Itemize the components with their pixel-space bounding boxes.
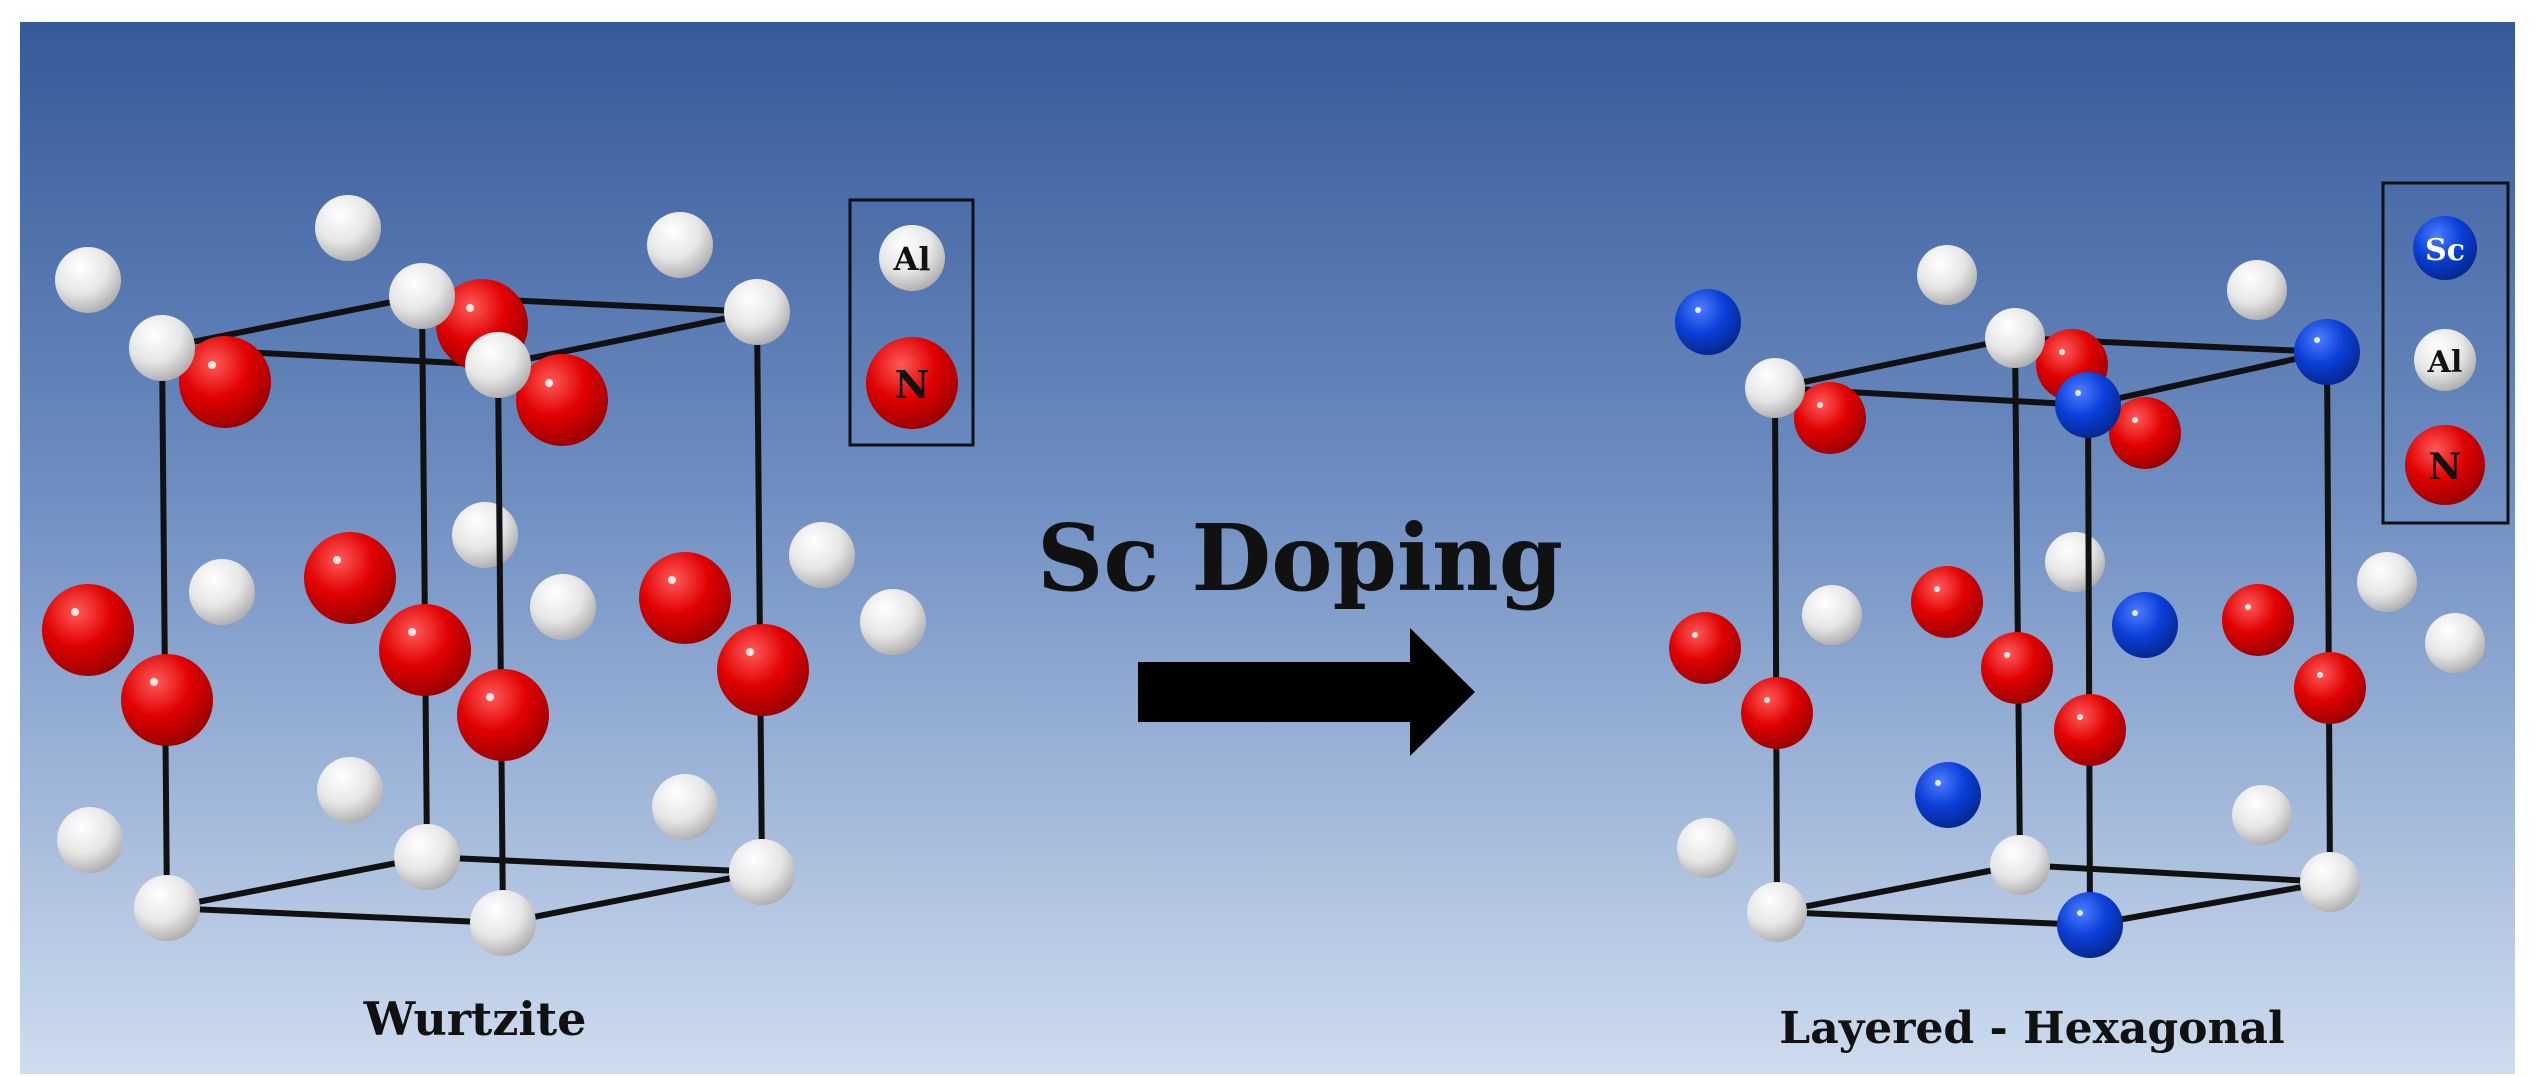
sc-atom <box>2055 372 2121 438</box>
al-atom <box>1990 835 2050 895</box>
n-atom <box>1794 382 1866 454</box>
n-atom <box>1981 632 2053 704</box>
sc-atom <box>2112 592 2178 658</box>
sc-atom <box>2057 892 2123 958</box>
al-atom <box>315 195 381 261</box>
al-atom <box>134 875 200 941</box>
al-atom <box>1747 882 1807 942</box>
al-atom <box>394 824 460 890</box>
n-atom <box>304 532 396 624</box>
al-atom <box>1745 358 1805 418</box>
al-atom <box>452 502 518 568</box>
legend-n-label: N <box>895 362 930 407</box>
legend-n-atom <box>866 337 958 429</box>
n-atom <box>1911 566 1983 638</box>
al-atom <box>55 247 121 313</box>
layered-hexagonal-legend: Sc Al N <box>2381 181 2510 525</box>
sc-atom <box>1915 762 1981 828</box>
al-atom <box>129 315 195 381</box>
legend-al-atom <box>2414 329 2476 391</box>
al-atom <box>2232 785 2292 845</box>
n-atom <box>2222 584 2294 656</box>
al-atom <box>2300 852 2360 912</box>
legend-al-atom <box>879 225 945 291</box>
wurtzite-structure: Al N Wurtzite <box>42 195 975 1046</box>
doping-transition: Sc Doping <box>1037 504 1563 756</box>
legend-box <box>848 198 975 447</box>
al-atom <box>2357 552 2417 612</box>
al-atom <box>724 279 790 345</box>
layered-hexagonal-caption: Layered - Hexagonal <box>1779 1003 2284 1054</box>
n-atom <box>1741 677 1813 749</box>
legend-n-label: N <box>2429 446 2462 488</box>
al-atom <box>2227 260 2287 320</box>
al-atom <box>317 757 383 823</box>
n-atom <box>179 336 271 428</box>
al-atom <box>470 890 536 956</box>
doping-label: Sc Doping <box>1037 504 1563 612</box>
al-atom <box>789 522 855 588</box>
al-atom <box>1985 308 2045 368</box>
n-atom <box>2294 652 2366 724</box>
al-atom <box>465 332 531 398</box>
legend-sc-label: Sc <box>2425 233 2465 268</box>
n-atom <box>516 354 608 446</box>
legend-n-atom <box>2405 425 2485 505</box>
al-atom <box>2045 532 2105 592</box>
legend-sc-atom <box>2413 216 2477 280</box>
al-atom <box>189 559 255 625</box>
al-atom <box>57 807 123 873</box>
al-atom <box>860 589 926 655</box>
n-atom <box>2109 397 2181 469</box>
al-atom <box>729 839 795 905</box>
right-arrow-icon <box>1138 628 1475 756</box>
n-atom <box>42 584 134 676</box>
wurtzite-legend: Al N <box>848 198 975 447</box>
al-atom <box>647 212 713 278</box>
al-atom <box>1802 585 1862 645</box>
al-atom <box>389 263 455 329</box>
al-atom <box>2425 613 2485 673</box>
al-atom <box>652 774 718 840</box>
sc-atom <box>1675 289 1741 355</box>
n-atom <box>379 604 471 696</box>
sc-atom <box>2294 319 2360 385</box>
legend-al-label: Al <box>2427 345 2463 380</box>
legend-box <box>2381 181 2510 525</box>
n-atom <box>121 654 213 746</box>
n-atom <box>717 624 809 716</box>
atom-highlights <box>71 304 2323 916</box>
wurtzite-caption: Wurtzite <box>363 992 587 1046</box>
n-atom <box>457 669 549 761</box>
al-atom <box>530 574 596 640</box>
legend-al-label: Al <box>893 240 931 278</box>
layered-hexagonal-structure: Sc Al N Layered - Hexagonal <box>1669 181 2510 1054</box>
al-atom <box>1917 245 1977 305</box>
n-atom <box>2054 694 2126 766</box>
n-atom <box>639 552 731 644</box>
n-atom <box>1669 612 1741 684</box>
al-atom <box>1677 818 1737 878</box>
